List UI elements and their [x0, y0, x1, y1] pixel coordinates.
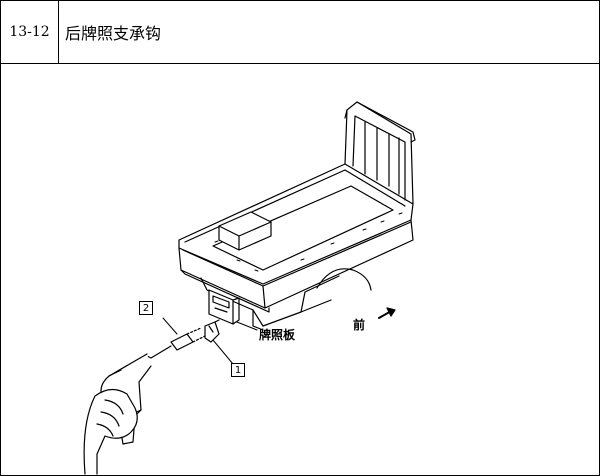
leader-line-1	[212, 339, 234, 365]
callout-2: 2	[139, 301, 153, 315]
front-arrow-icon	[378, 307, 396, 319]
license-plate-label: 牌照板	[259, 328, 296, 342]
hand	[83, 388, 138, 475]
section-code: 13-12	[1, 1, 59, 63]
illustration: 2 1 牌照板 前	[1, 64, 599, 475]
support-hook	[204, 319, 220, 343]
page-header: 13-12 后牌照支承钩	[1, 1, 599, 64]
callout-1: 1	[231, 363, 245, 377]
truck-bed-drawing	[83, 101, 416, 475]
front-label: 前	[353, 318, 366, 332]
leader-line-plate	[236, 321, 258, 331]
leader-line-2	[162, 317, 178, 335]
license-plate-bracket	[208, 289, 240, 325]
screw	[170, 327, 206, 351]
page-title: 后牌照支承钩	[65, 24, 162, 43]
truck-bed	[178, 101, 416, 331]
